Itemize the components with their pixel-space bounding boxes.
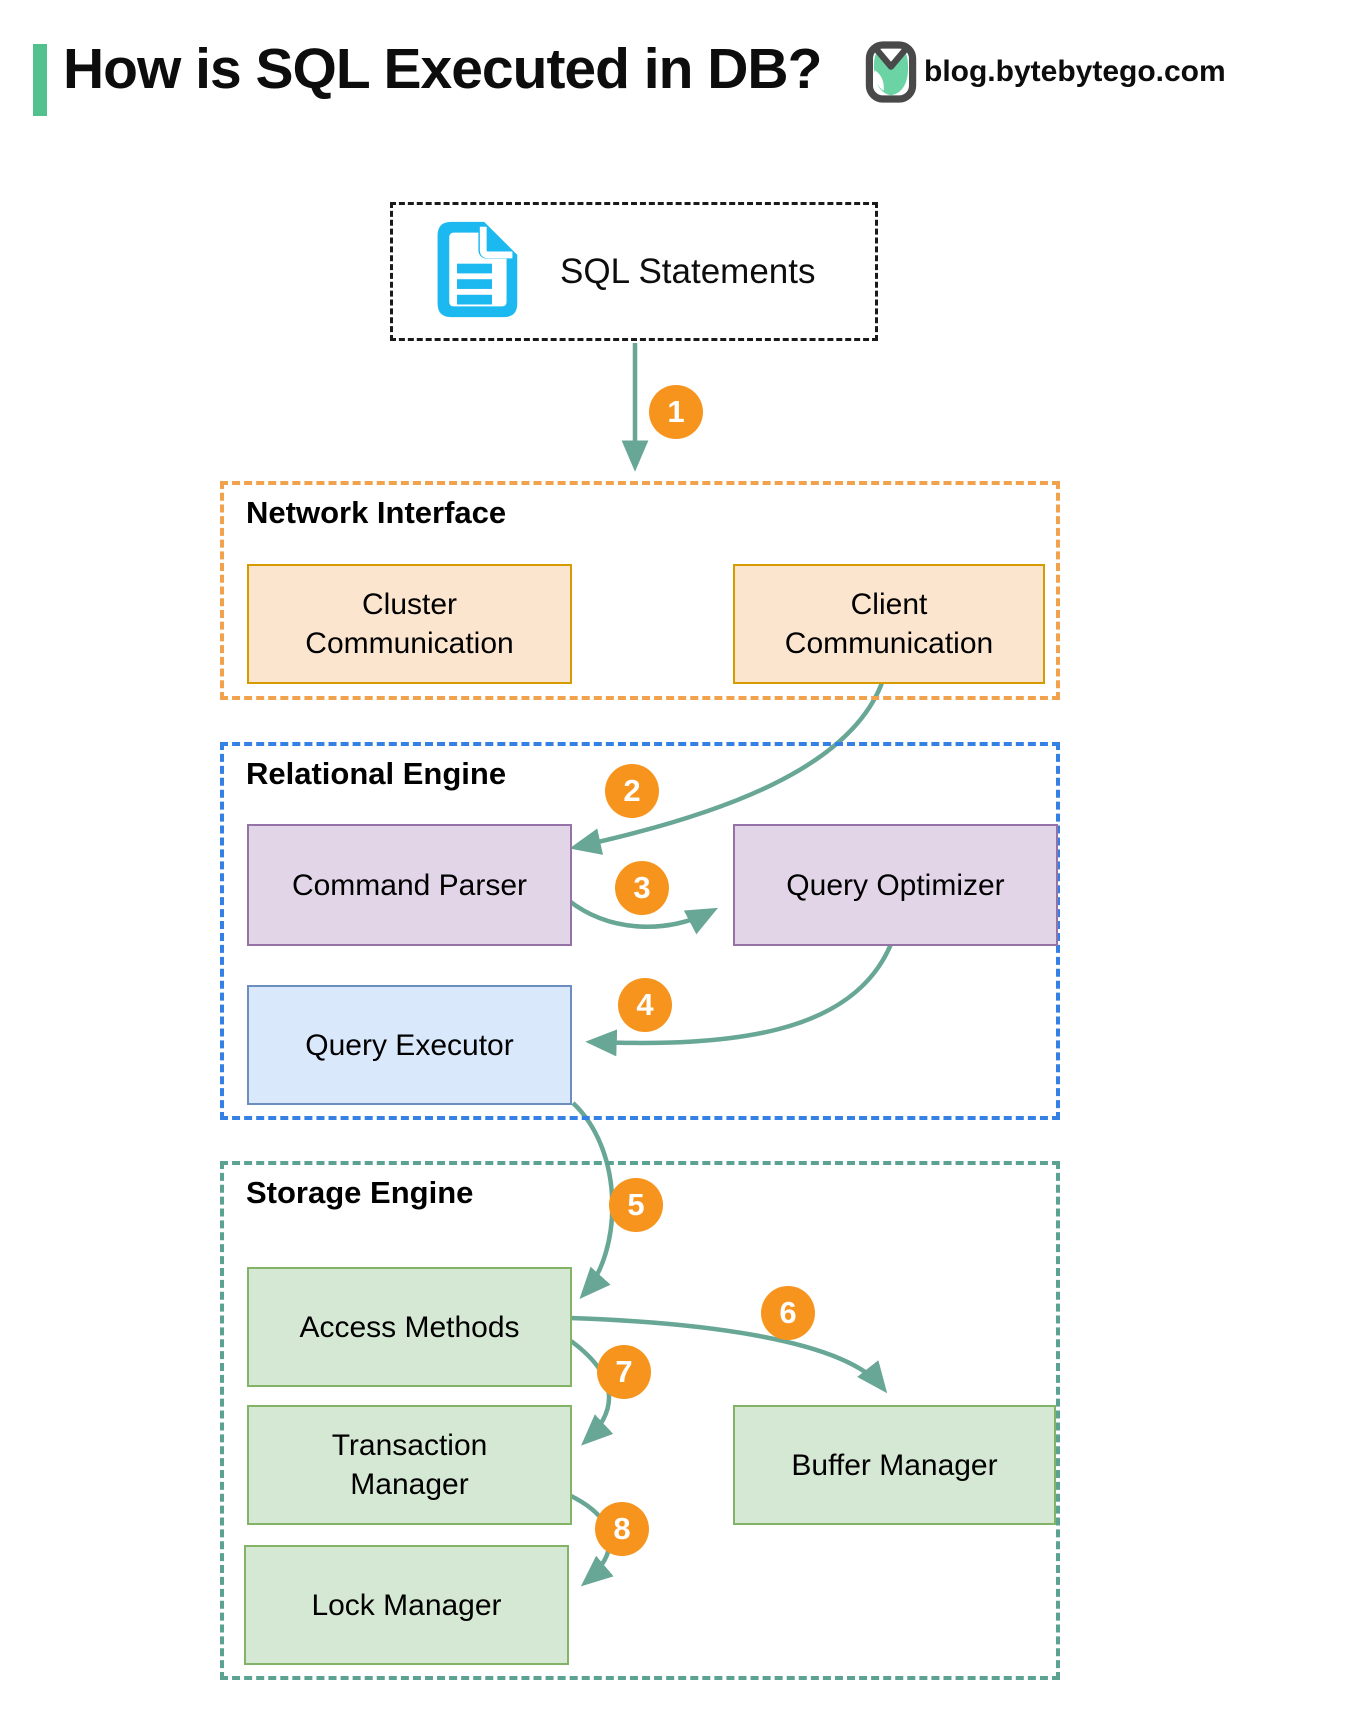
section-storage-engine: Storage Engine Access Methods Transactio… (220, 1161, 1060, 1680)
node-command-parser: Command Parser (247, 824, 572, 946)
node-label-line: Communication (305, 627, 514, 660)
title-accent-bar (33, 44, 47, 116)
node-query-optimizer: Query Optimizer (733, 824, 1058, 946)
node-buffer-manager: Buffer Manager (733, 1405, 1056, 1525)
node-query-executor: Query Executor (247, 985, 572, 1105)
node-lock-manager: Lock Manager (244, 1545, 569, 1665)
step-badge-5: 5 (609, 1178, 663, 1232)
node-client-communication: Client Communication (733, 564, 1045, 684)
node-label-line: Manager (350, 1468, 469, 1501)
node-label-line: Access Methods (299, 1310, 520, 1344)
step-badge-2: 2 (605, 764, 659, 818)
section-network-interface: Network Interface Cluster Communication … (220, 481, 1060, 700)
step-badge-6: 6 (761, 1286, 815, 1340)
step-badge-1: 1 (649, 385, 703, 439)
node-label-line: Command Parser (291, 868, 528, 902)
brand: blog.bytebytego.com (864, 40, 1226, 104)
step-badge-8: 8 (595, 1502, 649, 1556)
section-label-relational-engine: Relational Engine (246, 756, 507, 791)
section-relational-engine: Relational Engine Command Parser Query O… (220, 742, 1060, 1120)
section-label-network-interface: Network Interface (246, 495, 507, 530)
step-badge-4: 4 (618, 978, 672, 1032)
node-label-line: Cluster (361, 588, 458, 621)
section-label-storage-engine: Storage Engine (246, 1175, 474, 1210)
node-label-line: Client (850, 588, 928, 621)
node-label-line: Lock Manager (311, 1588, 502, 1622)
step-badge-3: 3 (615, 861, 669, 915)
node-label-line: Buffer Manager (791, 1448, 998, 1482)
node-label-line: Query Optimizer (786, 868, 1005, 902)
brand-text: blog.bytebytego.com (924, 55, 1226, 88)
node-access-methods: Access Methods (247, 1267, 572, 1387)
sql-statements-label: SQL Statements (560, 251, 816, 291)
step-badge-7: 7 (597, 1345, 651, 1399)
node-label-line: Communication (784, 627, 994, 660)
node-label-line: Query Executor (305, 1028, 514, 1062)
node-transaction-manager: Transaction Manager (247, 1405, 572, 1525)
node-cluster-communication: Cluster Communication (247, 564, 572, 684)
sql-document-icon (427, 218, 522, 326)
node-label-line: Transaction (331, 1429, 488, 1462)
page-title: How is SQL Executed in DB? (63, 37, 822, 101)
bytebytego-logo-icon (864, 40, 918, 104)
sql-statements-box: SQL Statements (390, 202, 878, 341)
